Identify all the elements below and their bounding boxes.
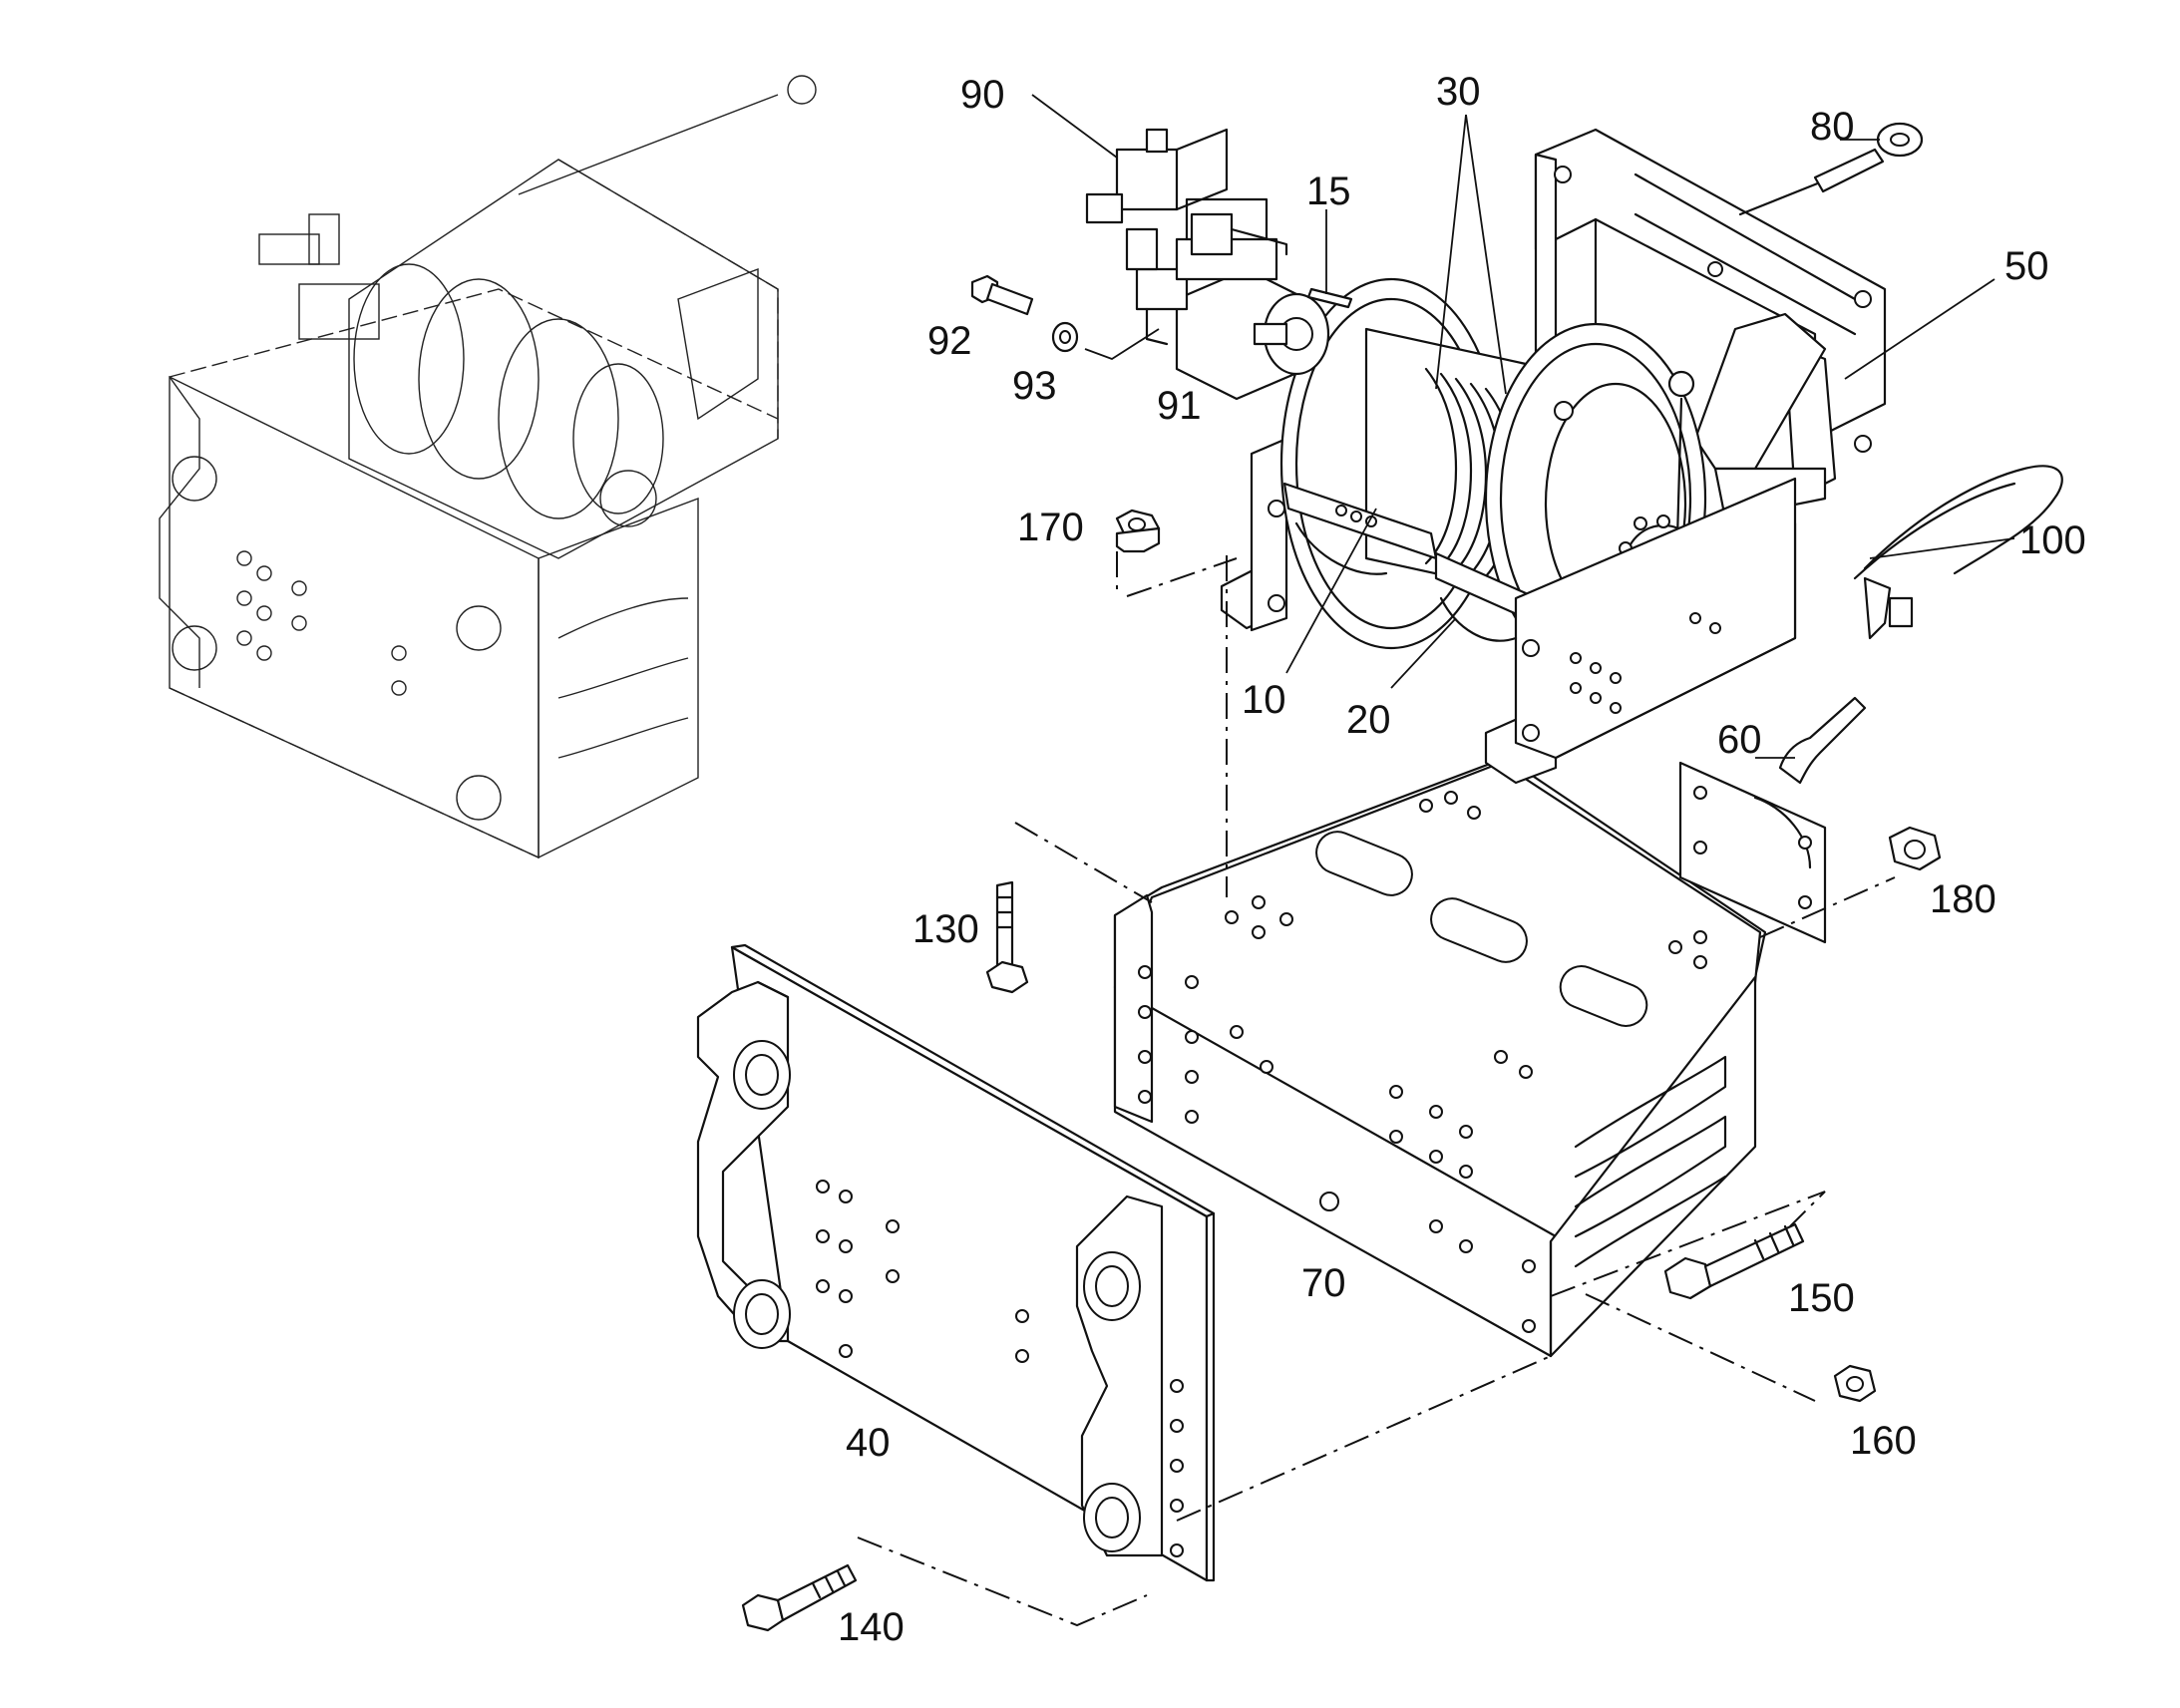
- hose-100: [1853, 465, 2063, 640]
- nut-160: [1833, 1364, 1877, 1403]
- overview-assembly: [159, 75, 817, 859]
- bolt-140: [741, 1563, 858, 1632]
- frame-70: [1113, 756, 1767, 1358]
- overview-bolt-holes: [236, 550, 407, 696]
- callout-140: 140: [838, 1605, 905, 1649]
- callout-15: 15: [1306, 170, 1351, 213]
- callout-30: 30: [1436, 70, 1481, 114]
- eye-bolt-80: [1738, 122, 1924, 216]
- bolt-150: [1663, 1222, 1805, 1300]
- callout-93: 93: [1012, 364, 1057, 408]
- bracket-60: [1678, 696, 1867, 944]
- callout-92: 92: [927, 319, 972, 363]
- winch-assembly: [1220, 128, 1887, 785]
- callout-180: 180: [1930, 877, 1997, 921]
- callout-60: 60: [1717, 718, 1762, 762]
- rope-windings: [1424, 367, 1518, 578]
- callout-170: 170: [1017, 506, 1084, 549]
- motor-91: [1135, 197, 1330, 401]
- frame-holes: [1138, 791, 1707, 1333]
- assembly-lines: [857, 551, 1896, 1627]
- callout-70: 70: [1301, 1261, 1346, 1305]
- bolt-130: [985, 880, 1029, 994]
- washer-93: [1051, 321, 1079, 353]
- callout-10: 10: [1242, 678, 1286, 722]
- nut-170: [1115, 509, 1161, 553]
- callout-80: 80: [1810, 105, 1855, 149]
- leader-lines: [1031, 94, 2015, 759]
- plate-holes: [816, 1180, 1184, 1557]
- callout-40: 40: [846, 1421, 891, 1465]
- callout-90: 90: [960, 73, 1005, 117]
- callout-labels: 90 30 80 15 50 92 93 91 170 100 10 20 60…: [838, 70, 2086, 1649]
- callout-130: 130: [912, 907, 979, 951]
- callout-150: 150: [1788, 1276, 1855, 1320]
- pin-15: [1306, 287, 1353, 309]
- plate-40: [696, 943, 1216, 1582]
- valve-90: [1085, 128, 1288, 271]
- sideplate-holes: [1268, 500, 1721, 742]
- callout-91: 91: [1157, 384, 1202, 428]
- nut-180: [1888, 826, 1942, 871]
- callout-100: 100: [2019, 518, 2086, 562]
- screw-92: [970, 274, 1034, 316]
- callout-20: 20: [1346, 698, 1391, 742]
- callout-160: 160: [1850, 1419, 1917, 1463]
- callout-50: 50: [2004, 244, 2049, 288]
- frame-slots: [1315, 831, 1648, 1027]
